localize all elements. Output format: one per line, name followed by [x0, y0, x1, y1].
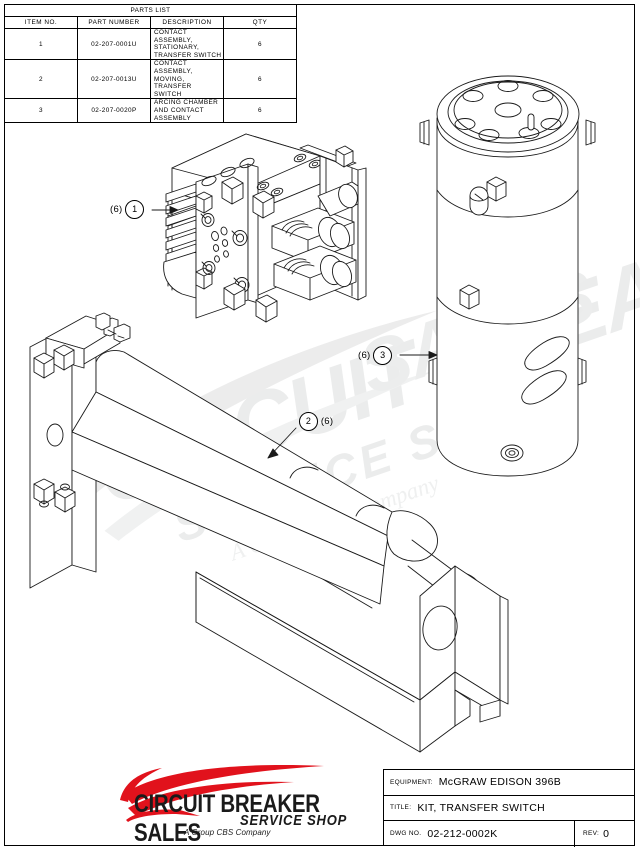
leader-lines [151, 206, 438, 459]
cell-description: ARCING CHAMBER AND CONTACT ASSEMBLY [150, 98, 224, 124]
callout-3-balloon: 3 [373, 346, 393, 365]
callout-2-qty: (6) [320, 416, 334, 427]
title-label: TITLE: [390, 804, 412, 812]
item-3-arcing-chamber [419, 75, 596, 477]
cell-qty: 6 [223, 98, 297, 124]
cell-part-number: 02-207-0013U [77, 59, 151, 100]
title-block-equipment-row: EQUIPMENT: McGRAW EDISON 396B [384, 770, 634, 796]
title-block-dwg-row: DWG NO. 02-212-0002K REV: 0 [384, 821, 634, 847]
callout-3: (6) 3 [358, 346, 393, 365]
callout-2: 2 (6) [299, 412, 333, 431]
cell-item-no: 1 [4, 27, 78, 61]
table-row: 2 02-207-0013U CONTACT ASSEMBLY, MOVING,… [4, 59, 297, 100]
cell-qty: 6 [223, 27, 297, 61]
logo-tagline: A Group CBS Company [184, 828, 271, 837]
cell-item-no: 3 [4, 98, 78, 124]
company-logo: CIRCUIT BREAKER SALES SERVICE SHOP A Gro… [118, 764, 370, 847]
rev-label: REV: [583, 830, 600, 838]
callout-1-balloon: 1 [125, 200, 145, 219]
title-block-title-row: TITLE: KIT, TRANSFER SWITCH [384, 796, 634, 822]
callout-2-balloon: 2 [299, 412, 318, 431]
cell-item-no: 2 [4, 59, 78, 100]
dwg-no-label: DWG NO. [390, 830, 422, 838]
cell-qty: 6 [223, 59, 297, 100]
table-row: 1 02-207-0001U CONTACT ASSEMBLY, STATION… [4, 27, 297, 61]
equipment-label: EQUIPMENT: [390, 778, 433, 786]
logo-primary-text: CIRCUIT BREAKER SALES [134, 790, 320, 848]
parts-list-table: PARTS LIST ITEM NO. PART NUMBER DESCRIPT… [4, 4, 297, 124]
dwg-no-value: 02-212-0002K [427, 827, 498, 840]
revision-cell: REV: 0 [574, 821, 634, 847]
equipment-value: McGRAW EDISON 396B [438, 776, 562, 789]
cell-description: CONTACT ASSEMBLY, STATIONARY,TRANSFER SW… [150, 27, 224, 61]
rev-value: 0 [603, 827, 610, 840]
callout-1-qty: (6) [110, 204, 123, 215]
sheet-border [4, 4, 635, 846]
item-2-moving-contact-assembly [29, 312, 509, 753]
table-row: 3 02-207-0020P ARCING CHAMBER AND CONTAC… [4, 98, 297, 124]
logo-swoosh-icon [120, 765, 324, 822]
cell-part-number: 02-207-0020P [77, 98, 151, 124]
callout-3-qty: (6) [358, 350, 371, 361]
item-1-stationary-contact-assembly [163, 133, 367, 323]
title-value: KIT, TRANSFER SWITCH [417, 801, 546, 814]
callout-1: (6) 1 [110, 200, 145, 219]
title-block: EQUIPMENT: McGRAW EDISON 396B TITLE: KIT… [383, 769, 635, 847]
logo-secondary-text: SERVICE SHOP [240, 812, 348, 829]
